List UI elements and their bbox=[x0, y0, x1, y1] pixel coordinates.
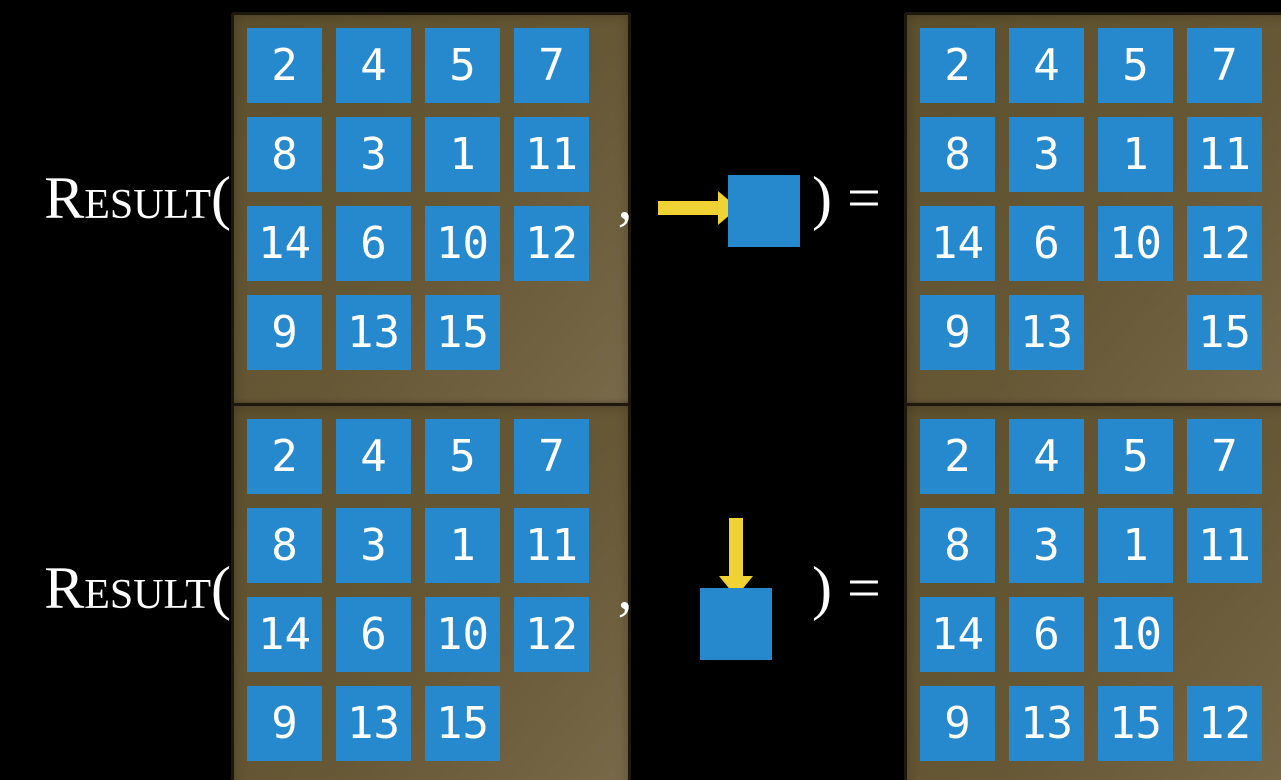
action-tile-square bbox=[728, 175, 800, 247]
puzzle-tile: 13 bbox=[336, 686, 411, 761]
puzzle-tile: 1 bbox=[1098, 117, 1173, 192]
puzzle-tile: 1 bbox=[425, 508, 500, 583]
puzzle-tile: 7 bbox=[1187, 28, 1262, 103]
puzzle-tile: 3 bbox=[1009, 508, 1084, 583]
puzzle-tile: 3 bbox=[336, 508, 411, 583]
puzzle-tile: 12 bbox=[1187, 686, 1262, 761]
puzzle-tile: 8 bbox=[920, 508, 995, 583]
puzzle-tile: 14 bbox=[247, 597, 322, 672]
puzzle-tile: 14 bbox=[247, 206, 322, 281]
puzzle-tile: 11 bbox=[514, 117, 589, 192]
action-tile-square bbox=[700, 588, 772, 660]
puzzle-tile: 12 bbox=[514, 206, 589, 281]
puzzle-tile: 10 bbox=[425, 206, 500, 281]
comma-separator: , bbox=[617, 165, 633, 231]
blank-cell bbox=[1187, 597, 1262, 672]
puzzle-tile: 9 bbox=[920, 295, 995, 370]
puzzle-tile: 5 bbox=[425, 419, 500, 494]
puzzle-tile: 7 bbox=[514, 28, 589, 103]
puzzle-tile: 4 bbox=[1009, 28, 1084, 103]
puzzle-tile: 6 bbox=[336, 206, 411, 281]
puzzle-tile: 6 bbox=[1009, 206, 1084, 281]
puzzle-tile: 9 bbox=[920, 686, 995, 761]
puzzle-tile: 2 bbox=[247, 419, 322, 494]
blank-cell bbox=[514, 295, 589, 370]
result-function-label: Result( bbox=[44, 165, 231, 231]
puzzle-tile: 5 bbox=[1098, 419, 1173, 494]
puzzle-tile: 7 bbox=[514, 419, 589, 494]
puzzle-tile: 8 bbox=[247, 117, 322, 192]
puzzle-tile: 5 bbox=[1098, 28, 1173, 103]
puzzle-tile: 12 bbox=[1187, 206, 1262, 281]
puzzle-tile: 4 bbox=[336, 28, 411, 103]
puzzle-tile: 2 bbox=[920, 419, 995, 494]
puzzle-tile: 6 bbox=[1009, 597, 1084, 672]
puzzle-tile: 14 bbox=[920, 206, 995, 281]
puzzle-tile: 11 bbox=[1187, 508, 1262, 583]
result-function-label: Result( bbox=[44, 555, 231, 621]
puzzle-tile: 10 bbox=[425, 597, 500, 672]
puzzle-tile: 13 bbox=[1009, 686, 1084, 761]
right-arrow-icon bbox=[658, 191, 738, 225]
puzzle-tile: 8 bbox=[247, 508, 322, 583]
puzzle-tile: 2 bbox=[247, 28, 322, 103]
puzzle-tile: 5 bbox=[425, 28, 500, 103]
puzzle-tile: 15 bbox=[1187, 295, 1262, 370]
puzzle-tile: 11 bbox=[514, 508, 589, 583]
puzzle-tile: 3 bbox=[336, 117, 411, 192]
puzzle-tile: 3 bbox=[1009, 117, 1084, 192]
puzzle-tile: 1 bbox=[1098, 508, 1173, 583]
puzzle-tile: 2 bbox=[920, 28, 995, 103]
puzzle-tile: 15 bbox=[425, 686, 500, 761]
puzzle-tile: 10 bbox=[1098, 206, 1173, 281]
puzzle-tile: 12 bbox=[514, 597, 589, 672]
blank-cell bbox=[1098, 295, 1173, 370]
puzzle-tile: 4 bbox=[1009, 419, 1084, 494]
arrow-shaft bbox=[658, 201, 720, 215]
puzzle-tile: 10 bbox=[1098, 597, 1173, 672]
close-paren-equals: ) = bbox=[812, 555, 881, 621]
puzzle-tile: 13 bbox=[336, 295, 411, 370]
puzzle-tile: 15 bbox=[1098, 686, 1173, 761]
puzzle-tile: 4 bbox=[336, 419, 411, 494]
puzzle-tile: 9 bbox=[247, 686, 322, 761]
puzzle-tile: 1 bbox=[425, 117, 500, 192]
puzzle-tile: 7 bbox=[1187, 419, 1262, 494]
puzzle-tile: 14 bbox=[920, 597, 995, 672]
blank-cell bbox=[514, 686, 589, 761]
puzzle-tile: 13 bbox=[1009, 295, 1084, 370]
close-paren-equals: ) = bbox=[812, 165, 881, 231]
puzzle-tile: 8 bbox=[920, 117, 995, 192]
down-arrow-icon bbox=[712, 518, 760, 597]
puzzle-tile: 15 bbox=[425, 295, 500, 370]
puzzle-tile: 6 bbox=[336, 597, 411, 672]
puzzle-tile: 11 bbox=[1187, 117, 1262, 192]
puzzle-tile: 9 bbox=[247, 295, 322, 370]
arrow-shaft bbox=[729, 518, 743, 578]
comma-separator: , bbox=[617, 555, 633, 621]
